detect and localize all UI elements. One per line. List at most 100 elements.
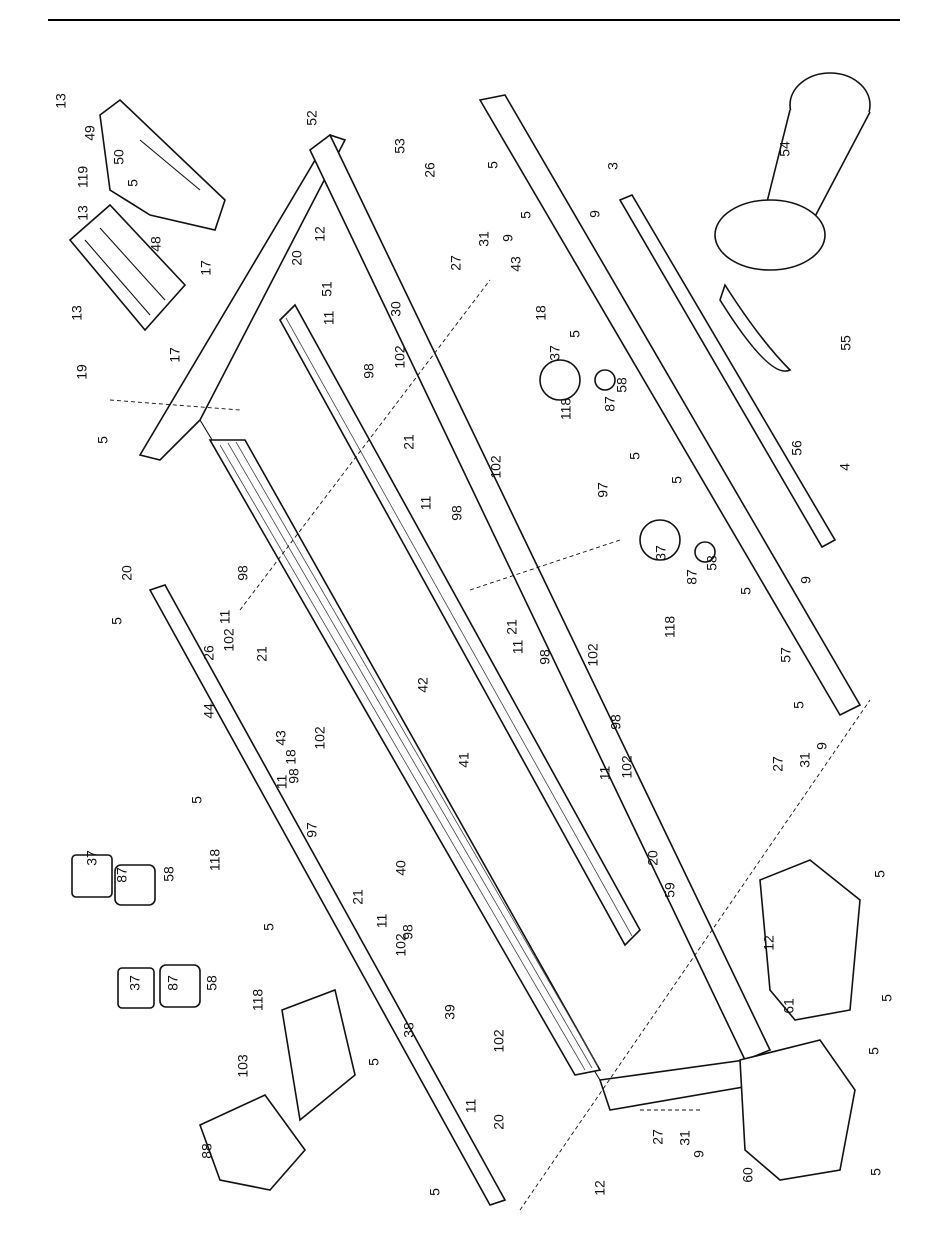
part-callout: 102 [585, 643, 601, 667]
part-callout: 58 [614, 377, 630, 393]
drive-belt [719, 283, 792, 372]
part-callout: 98 [400, 924, 416, 940]
part-callout: 20 [645, 850, 661, 866]
part-callout: 59 [662, 882, 678, 898]
part-callout: 97 [304, 822, 320, 838]
part-callout: 5 [567, 330, 583, 338]
part-callout: 3 [605, 162, 621, 170]
part-callout: 61 [781, 998, 797, 1014]
part-callout: 118 [662, 616, 678, 639]
part-callout: 9 [814, 742, 830, 750]
part-callout: 12 [761, 935, 777, 951]
part-callout: 31 [797, 752, 813, 768]
part-callout: 11 [374, 914, 390, 929]
part-callout: 18 [533, 305, 549, 321]
side-rails [148, 94, 862, 1206]
assembly-guides [109, 279, 871, 1211]
part-callout: 87 [684, 569, 700, 585]
part-callout: 11 [510, 640, 526, 655]
part-callout: 58 [204, 975, 220, 991]
part-callout: 5 [738, 587, 754, 595]
part-callout: 37 [653, 545, 669, 561]
part-callout: 44 [201, 703, 217, 719]
part-callout: 60 [740, 1167, 756, 1183]
part-callout: 50 [111, 149, 127, 165]
part-callout: 30 [388, 301, 404, 317]
part-callout: 17 [198, 260, 214, 276]
part-callout: 5 [109, 617, 125, 625]
part-callout: 48 [148, 236, 164, 252]
roller-and-axle [618, 193, 837, 549]
walking-deck [208, 303, 641, 1076]
part-callout: 56 [789, 440, 805, 456]
part-callout: 5 [791, 701, 807, 709]
part-callout: 38 [401, 1022, 417, 1038]
part-callout: 87 [114, 867, 130, 883]
part-callout: 13 [75, 205, 91, 221]
part-callout: 102 [392, 345, 408, 369]
part-callout: 11 [321, 311, 337, 326]
part-callout: 102 [488, 455, 504, 479]
part-callout: 102 [312, 726, 328, 750]
part-callout: 98 [537, 649, 553, 665]
part-callout: 97 [595, 482, 611, 498]
part-callout: 53 [392, 138, 408, 154]
motor-hood-bracket [99, 98, 226, 231]
part-callout: 5 [879, 994, 895, 1002]
part-callout: 57 [778, 647, 794, 663]
part-callout: 102 [619, 755, 635, 779]
part-callout: 17 [167, 347, 183, 363]
part-callout: 39 [442, 1004, 458, 1020]
part-callout: 27 [448, 255, 464, 271]
part-callout: 103 [235, 1054, 251, 1078]
part-callout: 11 [597, 766, 613, 781]
part-callout: 9 [500, 234, 516, 242]
part-callout: 43 [273, 730, 289, 746]
part-callout: 5 [669, 476, 685, 484]
part-callout: 102 [393, 933, 409, 957]
part-callout: 118 [250, 989, 266, 1012]
part-callout: 58 [704, 555, 720, 571]
part-callout: 27 [650, 1129, 666, 1145]
part-callout: 9 [587, 210, 603, 218]
part-callout: 11 [463, 1099, 479, 1114]
part-callout: 5 [427, 1188, 443, 1196]
part-callout: 58 [161, 866, 177, 882]
part-callout: 54 [777, 141, 793, 157]
part-callout: 31 [677, 1130, 693, 1146]
part-callout: 9 [691, 1150, 707, 1158]
part-callout: 41 [456, 752, 472, 768]
part-callout: 5 [366, 1058, 382, 1066]
part-callout: 51 [319, 281, 335, 297]
front-shrouds [739, 859, 861, 1181]
motor [714, 72, 871, 271]
part-callout: 118 [558, 398, 574, 421]
part-callout: 31 [476, 231, 492, 247]
part-callout: 11 [418, 496, 434, 511]
part-callout: 5 [95, 436, 111, 444]
controller-board [68, 203, 187, 332]
part-callout: 119 [75, 166, 91, 189]
part-callout: 27 [770, 756, 786, 772]
part-callout: 21 [504, 619, 520, 635]
part-callout: 18 [283, 749, 299, 765]
part-callout: 5 [261, 923, 277, 931]
part-callout: 102 [221, 628, 237, 652]
part-callout: 13 [69, 305, 85, 321]
part-callout: 20 [289, 250, 305, 266]
part-callout: 98 [286, 768, 302, 784]
part-callout: 98 [449, 505, 465, 521]
part-callout: 98 [608, 714, 624, 730]
part-callout: 5 [125, 179, 141, 187]
part-callout: 43 [508, 256, 524, 272]
part-callout: 37 [84, 850, 100, 866]
part-callout: 5 [189, 796, 205, 804]
part-callout: 55 [838, 335, 854, 351]
part-callout: 20 [119, 565, 135, 581]
part-callout: 13 [53, 93, 69, 109]
part-callout: 98 [235, 565, 251, 581]
part-callout: 5 [518, 211, 534, 219]
part-callout: 87 [602, 396, 618, 412]
